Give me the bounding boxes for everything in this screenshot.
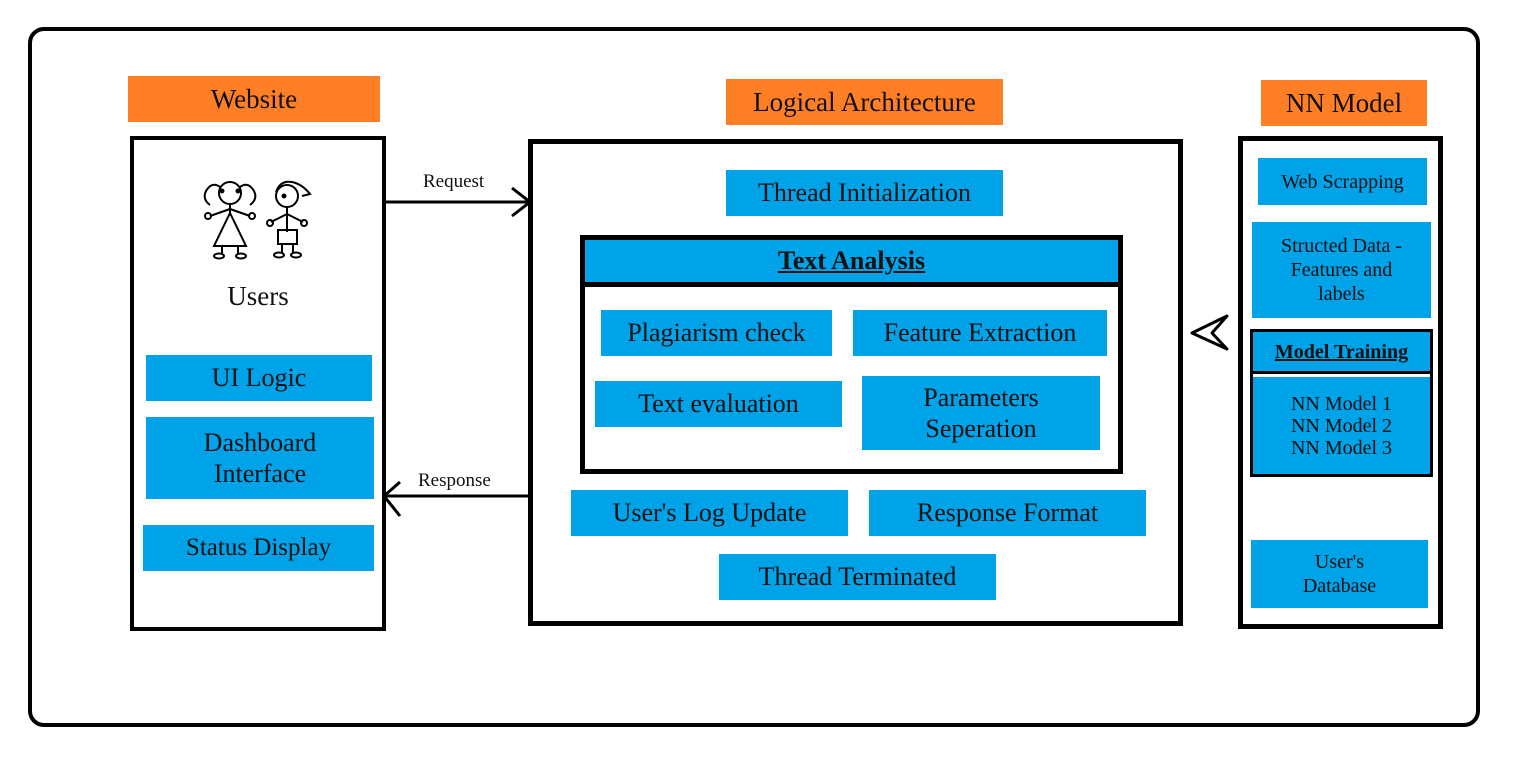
boy-stick-figure-icon xyxy=(266,180,312,259)
plagiarism-check-box: Plagiarism check xyxy=(601,310,832,356)
logical-architecture-tag: Logical Architecture xyxy=(726,79,1003,125)
text-analysis-header: Text Analysis xyxy=(585,240,1118,287)
users-database-line1: User's xyxy=(1314,551,1365,573)
response-format-label: Response Format xyxy=(916,498,1099,528)
response-format-box: Response Format xyxy=(869,490,1146,536)
feature-extraction-label: Feature Extraction xyxy=(883,318,1077,348)
structured-data-line3: labels xyxy=(1318,283,1365,305)
plagiarism-check-label: Plagiarism check xyxy=(627,318,806,348)
dashboard-interface-line2: Interface xyxy=(213,459,307,488)
dashboard-interface-line1: Dashboard xyxy=(203,427,317,457)
users-database-line2: Database xyxy=(1302,575,1377,597)
ui-logic-label: UI Logic xyxy=(211,363,307,393)
nn-model-2-label: NN Model 2 xyxy=(1290,414,1393,437)
thread-terminated-box: Thread Terminated xyxy=(719,554,996,600)
nn-models-box: NN Model 1 NN Model 2 NN Model 3 xyxy=(1253,377,1430,474)
girl-stick-figure-icon xyxy=(203,181,257,260)
users-database-box: User's Database xyxy=(1251,540,1428,608)
model-training-title: Model Training xyxy=(1274,340,1409,363)
request-label: Request xyxy=(423,171,485,192)
feature-extraction-box: Feature Extraction xyxy=(853,310,1107,356)
nn-model-tag: NN Model xyxy=(1261,80,1427,126)
parameters-seperation-line2: Seperation xyxy=(925,414,1037,443)
status-display-box: Status Display xyxy=(143,525,374,571)
arrowhead-icon xyxy=(1190,314,1229,351)
users-log-update-box: User's Log Update xyxy=(571,490,848,536)
parameters-seperation-box: Parameters Seperation xyxy=(862,376,1100,450)
web-scrapping-label: Web Scrapping xyxy=(1281,170,1404,193)
status-display-label: Status Display xyxy=(185,534,332,561)
users-label: Users xyxy=(227,281,289,311)
structured-data-box: Structed Data - Features and labels xyxy=(1252,222,1431,318)
structured-data-line2: Features and xyxy=(1290,259,1393,281)
dashboard-interface-box: Dashboard Interface xyxy=(146,417,374,499)
nn-model-tag-label: NN Model xyxy=(1285,87,1403,118)
ui-logic-box: UI Logic xyxy=(146,355,372,401)
thread-initialization-label: Thread Initialization xyxy=(758,178,971,208)
structured-data-line1: Structed Data - xyxy=(1280,235,1403,257)
thread-terminated-label: Thread Terminated xyxy=(758,562,957,592)
text-evaluation-box: Text evaluation xyxy=(595,381,842,427)
logical-architecture-tag-label: Logical Architecture xyxy=(753,86,976,117)
text-analysis-title: Text Analysis xyxy=(777,246,926,276)
parameters-seperation-line1: Parameters xyxy=(923,382,1039,412)
text-evaluation-label: Text evaluation xyxy=(638,389,799,419)
thread-initialization-box: Thread Initialization xyxy=(726,170,1003,216)
response-arrow xyxy=(381,480,530,517)
web-scrapping-box: Web Scrapping xyxy=(1258,158,1427,205)
website-tag-label: Website xyxy=(210,83,298,114)
users-log-update-label: User's Log Update xyxy=(612,498,807,528)
nn-model-3-label: NN Model 3 xyxy=(1290,436,1393,459)
outer-frame xyxy=(28,27,1480,727)
response-label: Response xyxy=(418,470,491,491)
nn-model-1-label: NN Model 1 xyxy=(1290,392,1393,415)
model-training-header: Model Training xyxy=(1253,332,1430,374)
website-tag: Website xyxy=(128,76,380,122)
